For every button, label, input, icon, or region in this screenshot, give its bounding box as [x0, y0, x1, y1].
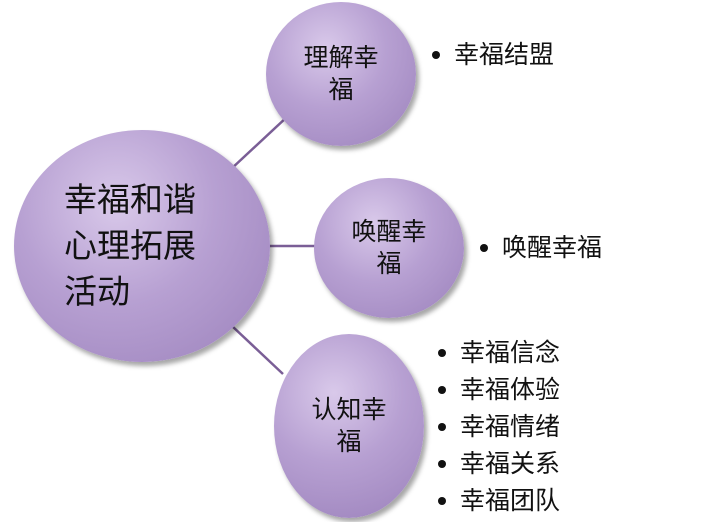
center-node-label: 幸福和谐心理拓展活动: [64, 179, 196, 312]
branch-1-items: 幸福结盟: [430, 36, 554, 73]
branch-node-3-label: 认知幸福: [311, 394, 387, 457]
center-node: 幸福和谐心理拓展活动: [14, 130, 270, 362]
list-item: 幸福关系: [436, 445, 560, 482]
list-item: 幸福结盟: [430, 36, 554, 73]
branch-node-2-label: 唤醒幸福: [351, 216, 427, 279]
branch-2-items: 唤醒幸福: [478, 229, 602, 266]
list-item: 幸福团队: [436, 482, 560, 519]
branch-node-1-label: 理解幸福: [303, 42, 379, 105]
list-item: 幸福信念: [436, 334, 560, 371]
list-item: 幸福体验: [436, 371, 560, 408]
list-item: 唤醒幸福: [478, 229, 602, 266]
branch-3-items: 幸福信念 幸福体验 幸福情绪 幸福关系 幸福团队: [436, 334, 560, 519]
connector-to-branch-1: [229, 115, 289, 171]
connector-to-branch-3: [231, 325, 284, 375]
list-item: 幸福情绪: [436, 408, 560, 445]
branch-node-1: 理解幸福: [266, 2, 416, 146]
branch-node-3: 认知幸福: [274, 334, 424, 518]
branch-node-2: 唤醒幸福: [314, 178, 464, 318]
